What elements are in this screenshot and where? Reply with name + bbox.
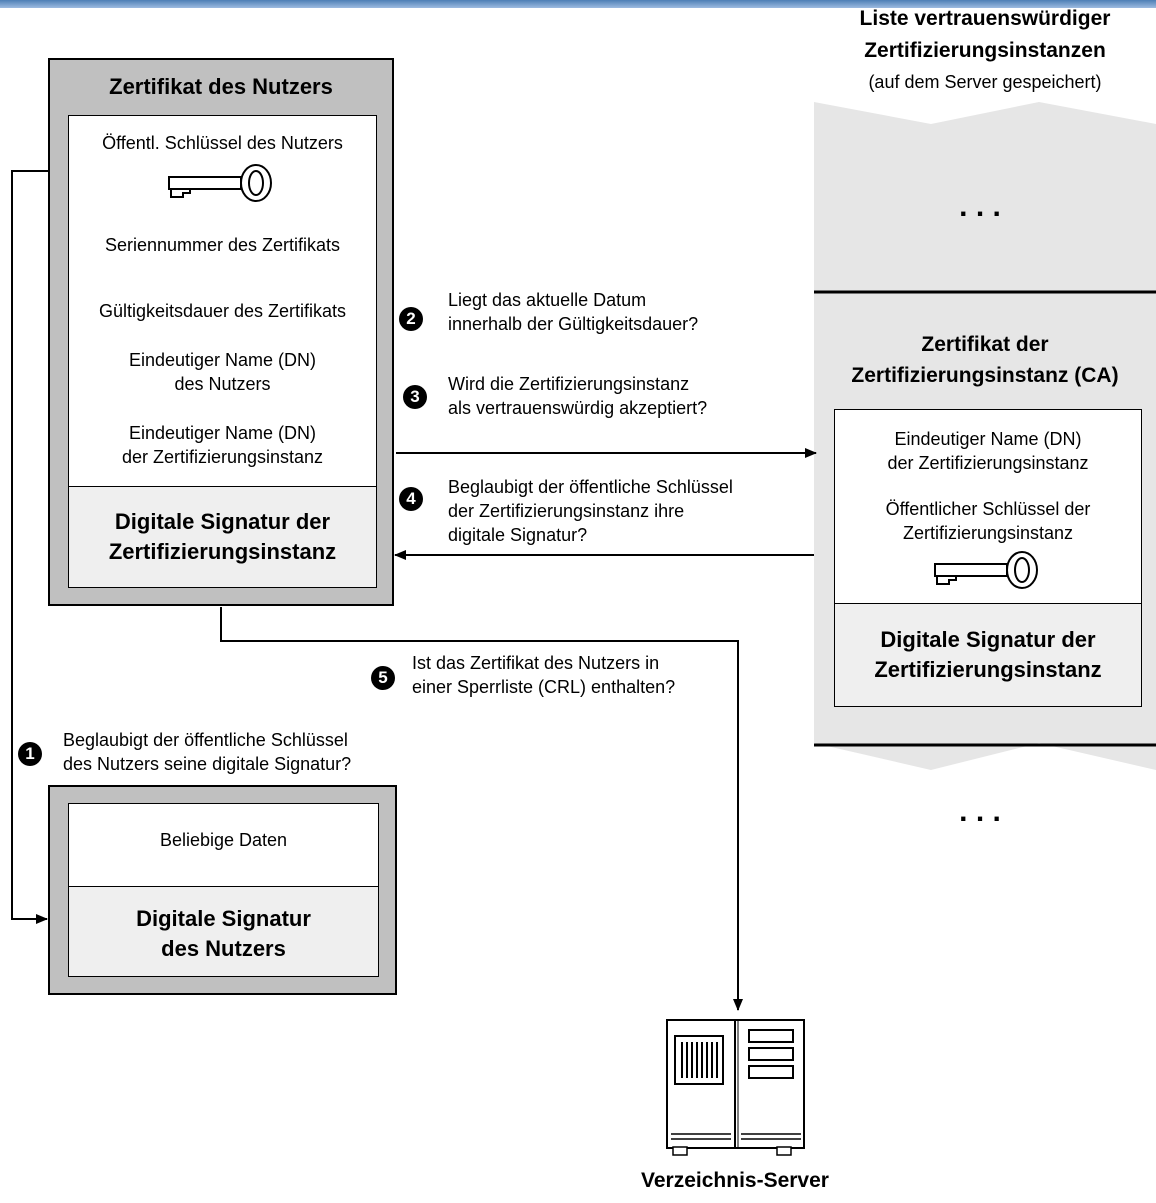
ca-cert-sig-line1: Digitale Signatur der [880,627,1096,652]
user-signature-block: Digitale Signatur des Nutzers [69,886,378,976]
ca-certificate: Eindeutiger Name (DN) der Zertifizierung… [834,409,1142,707]
ca-key-line2: Zertifizierungsinstanz [902,523,1074,543]
issuer-dn-line2: der Zertifizierungsinstanz [121,447,324,467]
step-1-line2: des Nutzers seine digitale Signatur? [63,754,352,774]
ca-cert-title-line2: Zertifizierungsinstanz (CA) [851,364,1119,387]
user-sig-line1: Digitale Signatur [136,906,311,931]
user-dn-line1: Eindeutiger Name (DN) [128,350,317,370]
user-cert-validity: Gültigkeitsdauer des Zertifikats [98,301,347,321]
step-1-line1: Beglaubigt der öffentliche Schlüssel [63,730,348,750]
ca-list-title-line1: Liste vertrauenswürdiger [859,7,1111,30]
step-5-line1: Ist das Zertifikat des Nutzers in [412,653,660,673]
data-label: Beliebige Daten [159,830,288,850]
ca-list-subtitle: (auf dem Server gespeichert) [868,72,1102,92]
user-public-key-label: Öffentl. Schlüssel des Nutzers [102,133,343,153]
arrow-step-5 [220,607,743,1011]
user-cert-sig-line2: Zertifizierungsinstanz [108,539,337,564]
user-sig-line2: des Nutzers [161,936,286,961]
step-4-line2: der Zertifizierungsinstanz ihre [448,501,685,521]
ca-list-ellipsis-bottom: . . . [959,795,1001,828]
step-4-line3: digitale Signatur? [448,525,588,545]
step-3-line1: Wird die Zertifizierungsinstanz [448,374,690,394]
ca-dn-line1: Eindeutiger Name (DN) [894,429,1082,449]
signed-data-document: Beliebige Daten Digitale Signatur des Nu… [48,785,397,995]
key-icon [168,164,272,202]
directory-server-label: Verzeichnis-Server [641,1169,829,1192]
ca-cert-sig-line2: Zertifizierungsinstanz [874,657,1102,682]
step-2-line1: Liegt das aktuelle Datum [448,290,647,310]
step-4-badge: 4 [399,487,423,511]
user-cert-sig-line1: Digitale Signatur der [114,509,331,534]
user-cert-serial: Seriennummer des Zertifikats [104,235,341,255]
step-1-badge: 1 [18,742,42,766]
user-certificate: Zertifikat des Nutzers Öffentl. Schlüsse… [48,58,394,606]
ca-dn-line2: der Zertifizierungsinstanz [887,453,1089,473]
top-border-bar [0,0,1156,8]
user-dn-line2: des Nutzers [174,374,271,394]
arrow-step-1 [11,170,48,924]
ca-cert-signature: Digitale Signatur der Zertifizierungsins… [835,603,1141,706]
step-2-line2: innerhalb der Gültigkeitsdauer? [448,314,699,334]
step-4-line1: Beglaubigt der öffentliche Schlüssel [448,477,733,497]
issuer-dn-line1: Eindeutiger Name (DN) [128,423,317,443]
step-3-line2: als vertrauenswürdig akzeptiert? [448,398,708,418]
ca-key-icon [934,551,1038,589]
ca-list-title-line2: Zertifizierungsinstanzen [864,39,1106,62]
ca-list-ellipsis-top: . . . [959,190,1001,223]
ca-cert-title-line1: Zertifikat der [921,333,1049,356]
step-2-badge: 2 [399,307,423,331]
step-5-line2: einer Sperrliste (CRL) enthalten? [412,677,676,697]
ca-key-line1: Öffentlicher Schlüssel der [885,499,1091,519]
user-cert-body: Öffentl. Schlüssel des Nutzers Seriennum… [68,115,377,588]
step-5-badge: 5 [371,666,395,690]
user-cert-signature: Digitale Signatur der Zertifizierungsins… [69,486,376,587]
signed-data-body: Beliebige Daten Digitale Signatur des Nu… [68,803,379,977]
step-3-badge: 3 [403,385,427,409]
directory-server-icon [666,1019,805,1156]
user-cert-title: Zertifikat des Nutzers [109,74,333,99]
